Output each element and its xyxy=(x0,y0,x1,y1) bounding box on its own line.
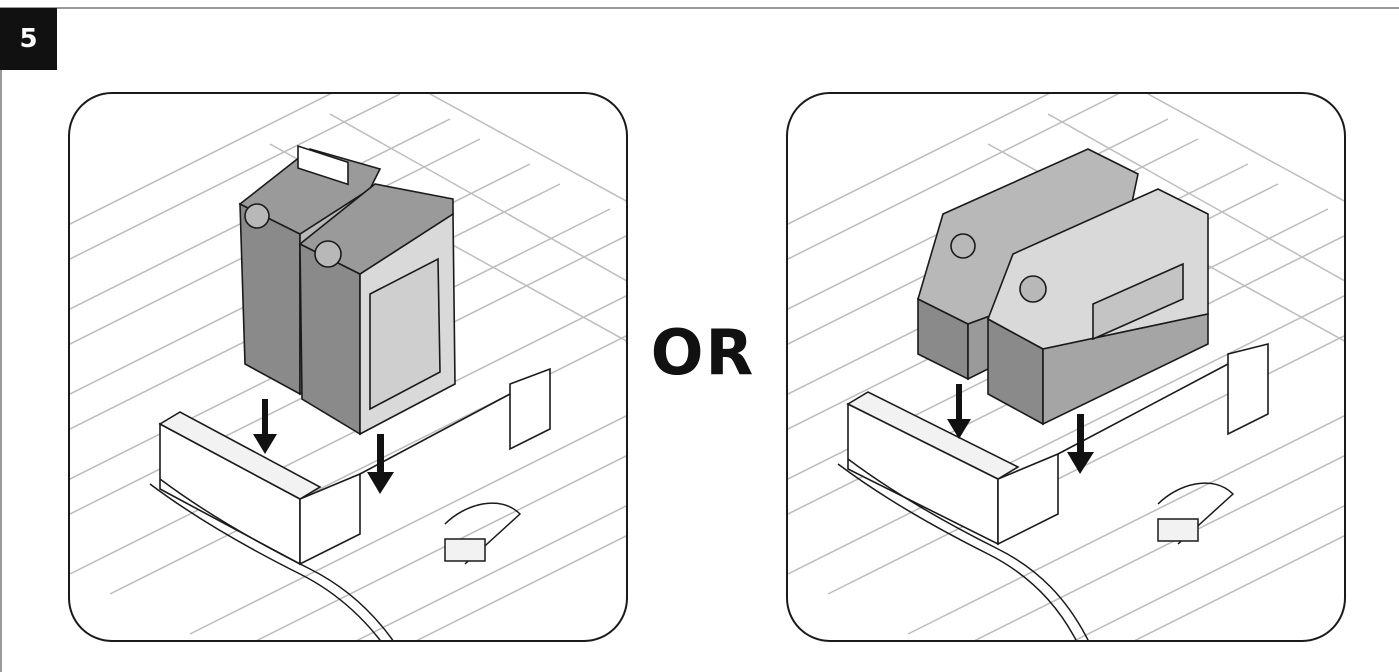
left-rule xyxy=(0,8,2,672)
or-separator: OR xyxy=(650,316,756,389)
upright-jerrycans-illustration xyxy=(70,94,626,640)
jerrycan-front xyxy=(987,188,1209,426)
step-number-badge: 5 xyxy=(0,8,57,70)
top-rule xyxy=(0,7,1399,9)
illustration-panel-upright xyxy=(68,92,628,642)
illustration-panel-sideways xyxy=(786,92,1346,642)
ratchet-strap xyxy=(837,458,1235,640)
down-arrows xyxy=(253,399,394,494)
mounting-tray xyxy=(846,342,1269,546)
mounting-tray xyxy=(158,367,551,566)
down-arrows xyxy=(947,384,1094,474)
jerrycan-front xyxy=(298,183,456,436)
sideways-jerrycans-illustration xyxy=(788,94,1344,640)
ratchet-strap xyxy=(149,478,522,640)
